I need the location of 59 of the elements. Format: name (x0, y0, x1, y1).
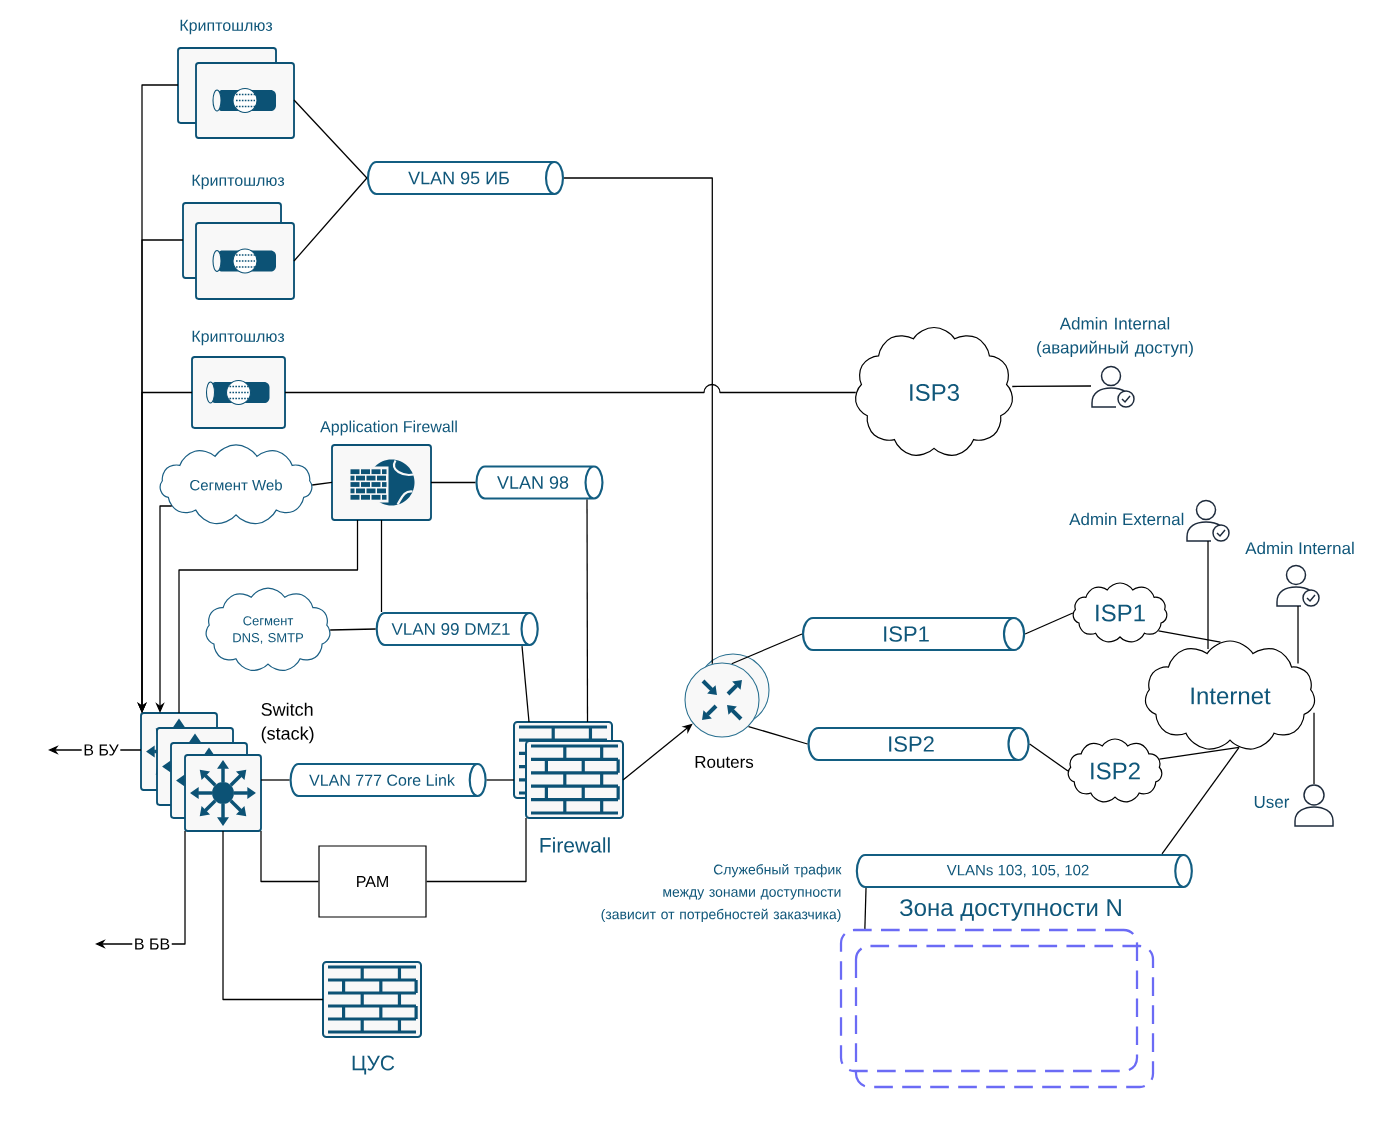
cylinder: ISP2 (807, 726, 1030, 762)
cloud: ISP3 (854, 326, 1014, 456)
cloud: ISP1 (1072, 582, 1168, 643)
connector-line (1158, 746, 1240, 760)
annotation: Служебный трафик между зонами доступности (зависит от потребностей заказчика) (601, 863, 842, 923)
cylinder: VLAN 99 DMZ1 (375, 611, 539, 647)
cylinder: VLAN 98 (475, 465, 604, 500)
connector-line (380, 519, 383, 613)
connector-line (563, 177, 713, 665)
node-label: Admin Internal (аварийный доступ) (1037, 317, 1193, 357)
connector-line (311, 481, 333, 486)
connector-line (1161, 746, 1240, 855)
cloud: Сегмент Web (159, 444, 313, 525)
connector-line (430, 481, 477, 484)
connector-line (425, 817, 527, 883)
node-label: Firewall (540, 837, 610, 853)
cloud: Internet (1144, 640, 1316, 750)
connector-line (178, 519, 359, 714)
node-label: Admin Internal (1245, 541, 1354, 555)
edge-label: В БВ (132, 936, 172, 952)
connector-line (293, 99, 368, 179)
connector-line (486, 779, 515, 781)
connector-line (731, 633, 803, 665)
connector-line (521, 645, 530, 723)
node-label: Криптошлюз (192, 174, 285, 190)
cylinder: VLAN 95 ИБ (366, 160, 565, 196)
cloud: Сегмент DNS, SMTP (205, 587, 331, 671)
connector-line (1024, 612, 1074, 635)
connector-line (1157, 630, 1222, 643)
connector-line (329, 628, 377, 631)
connector-line (260, 830, 320, 883)
cylinder: VLANs 103, 105, 102 (855, 853, 1193, 889)
node-label: Криптошлюз (180, 19, 273, 35)
cylinder: ISP1 (802, 616, 1026, 652)
connector-line (1297, 605, 1299, 665)
edge-label: В БУ (81, 742, 121, 758)
cloud: ISP2 (1067, 738, 1163, 803)
node-label: ЦУС (352, 1055, 395, 1075)
connector-line (1011, 385, 1092, 388)
connector-line (586, 498, 589, 723)
node-label: Admin External (1069, 512, 1184, 526)
node-label: Зона доступности N (899, 899, 1121, 921)
node-label: Switch (stack) (261, 702, 314, 744)
connector-line (293, 177, 368, 262)
connector-line (284, 383, 857, 394)
node-label: User (1254, 796, 1290, 808)
node-label: Application Firewall (320, 420, 457, 436)
connector-line (747, 725, 809, 745)
connector-line (1207, 540, 1209, 650)
connector-line (1029, 743, 1069, 772)
node-label: Routers (695, 756, 754, 768)
cylinder: VLAN 777 Core Link (289, 762, 487, 798)
connector-line (864, 887, 867, 930)
connector-line (1313, 712, 1315, 785)
arrow (622, 723, 693, 781)
connector-line (222, 830, 324, 1001)
process-box: PAM (318, 845, 427, 918)
connector-line (260, 779, 291, 781)
node-label: Криптошлюз (192, 330, 285, 346)
